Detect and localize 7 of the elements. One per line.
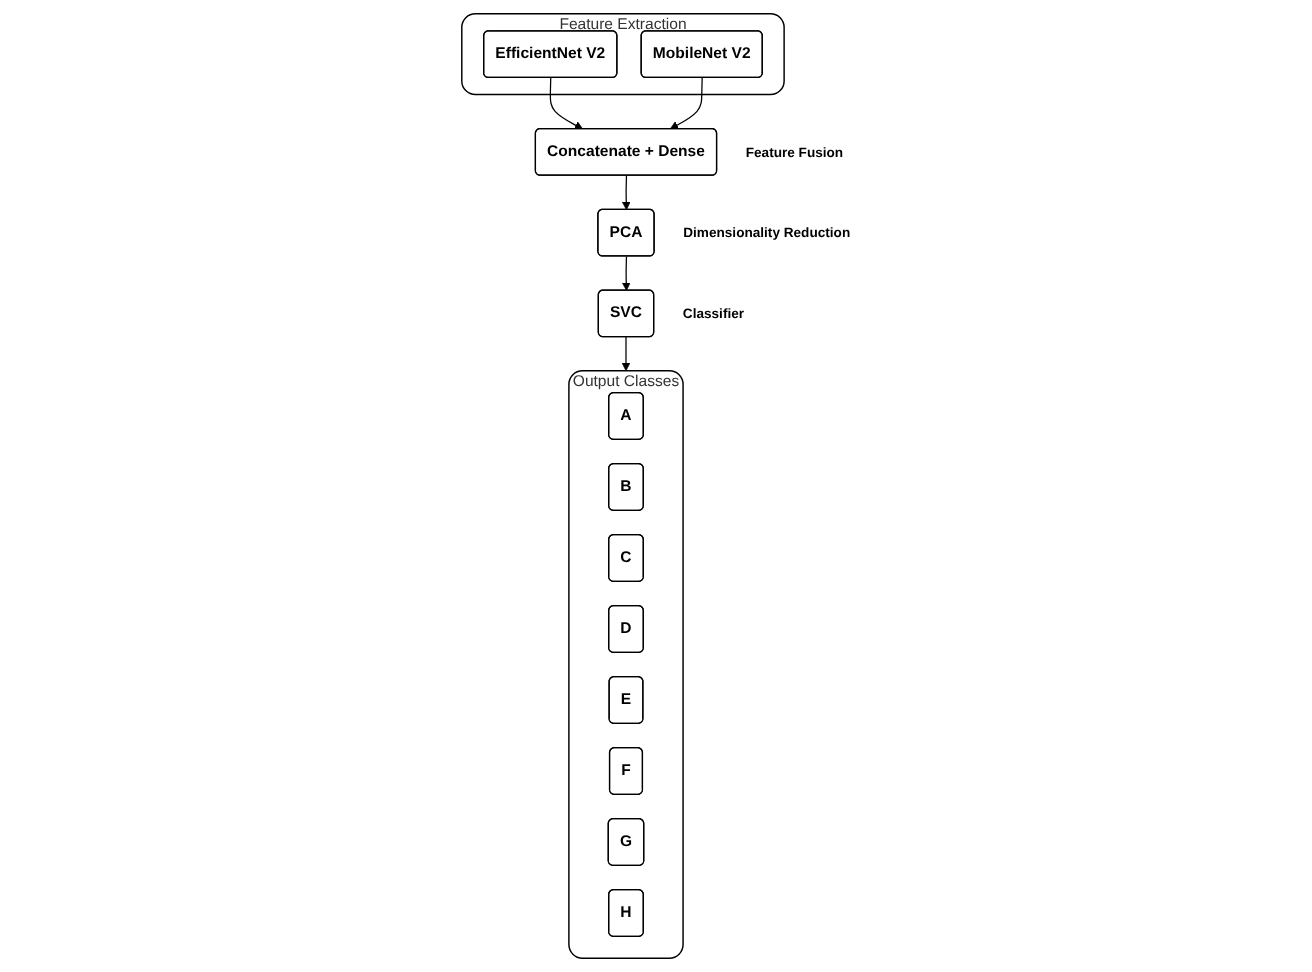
arrow: [621, 336, 631, 372]
cluster: [568, 370, 684, 959]
cluster: [461, 13, 785, 96]
arrow: [622, 255, 631, 291]
arrow: [622, 175, 631, 211]
arrow: [669, 77, 703, 130]
arrow: [549, 77, 584, 130]
